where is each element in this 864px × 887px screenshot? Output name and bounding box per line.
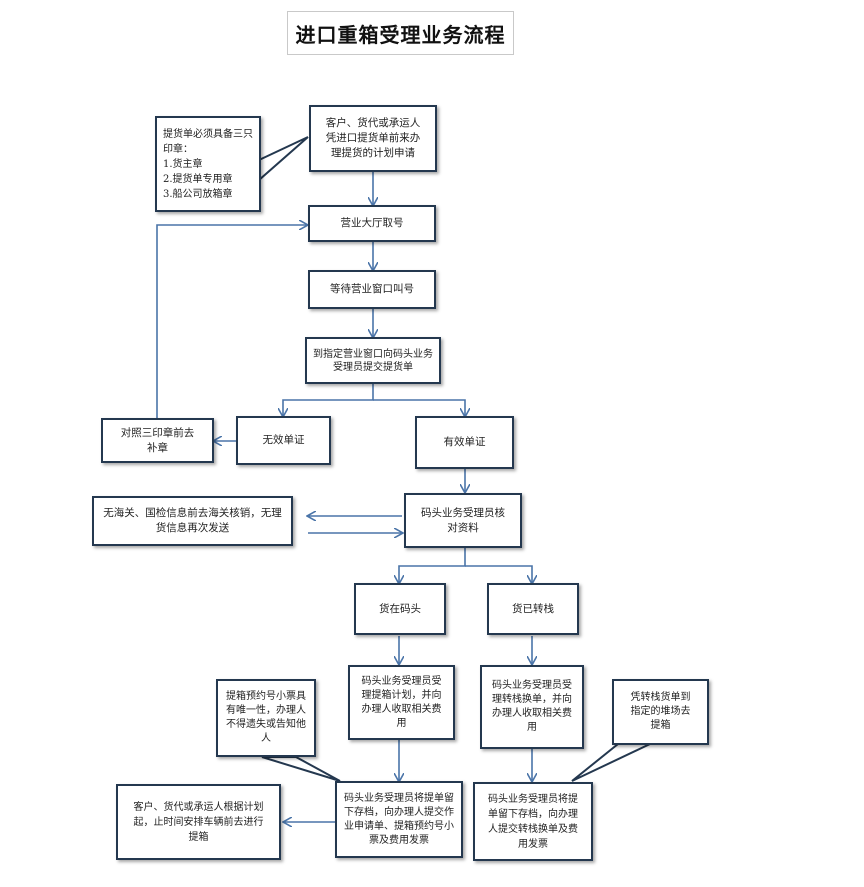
wait-call-box: 等待营业窗口叫号 [308, 270, 436, 309]
customer-apply-box: 客户、货代或承运人凭进口提货单前来办理提货的计划申请 [309, 105, 437, 172]
keep-bill-submit-box: 码头业务受理员将提单留下存档，向办理人提交作业申请单、提箱预约号小票及费用发票 [335, 781, 463, 858]
take-number-box: 营业大厅取号 [308, 205, 436, 242]
arrow-submit-to-valid [373, 399, 465, 416]
keep-bill-transfer-box: 码头业务受理员将提单留下存档，向办理人提交转栈换单及费用发票 [473, 782, 593, 861]
invalid-doc-box: 无效单证 [236, 416, 331, 465]
storage-note-pointer [571, 743, 651, 782]
valid-doc-box: 有效单证 [415, 416, 514, 469]
storage-note-callout: 凭转栈货单到指定的堆场去提箱 [612, 679, 709, 745]
arrow-verify-to-transferred [465, 565, 532, 583]
stamp-note-callout: 提货单必须具备三只印章： 1.货主章 2.提货单专用章 3.船公司放箱章 [155, 116, 261, 212]
verify-data-box: 码头业务受理员核对资料 [404, 493, 522, 548]
cargo-transferred-box: 货已转栈 [487, 583, 579, 635]
transfer-exchange-box: 码头业务受理员受理转栈换单，并向办理人收取相关费用 [480, 665, 584, 749]
reissue-stamp-box: 对照三印章前去补章 [101, 418, 214, 463]
arrow-reissue-to-number [156, 225, 307, 418]
arrow-verify-to-terminal [399, 548, 466, 583]
stamp-note-pointer [258, 136, 309, 183]
page-title: 进口重箱受理业务流程 [287, 11, 514, 55]
arrange-truck-box: 客户、货代或承运人根据计划起，止时间安排车辆前去进行提箱 [116, 784, 281, 860]
ticket-note-pointer [261, 756, 341, 782]
customs-note-box: 无海关、国检信息前去海关核销，无理货信息再次发送 [92, 496, 293, 546]
arrow-submit-to-invalid [283, 383, 374, 416]
ticket-note-callout: 提箱预约号小票具有唯一性，办理人不得遗失或告知他人 [216, 679, 316, 757]
cargo-at-terminal-box: 货在码头 [354, 583, 446, 635]
plan-and-collect-box: 码头业务受理员受理提箱计划，并向办理人收取相关费用 [348, 665, 455, 740]
submit-bill-box: 到指定营业窗口向码头业务受理员提交提货单 [305, 337, 441, 384]
